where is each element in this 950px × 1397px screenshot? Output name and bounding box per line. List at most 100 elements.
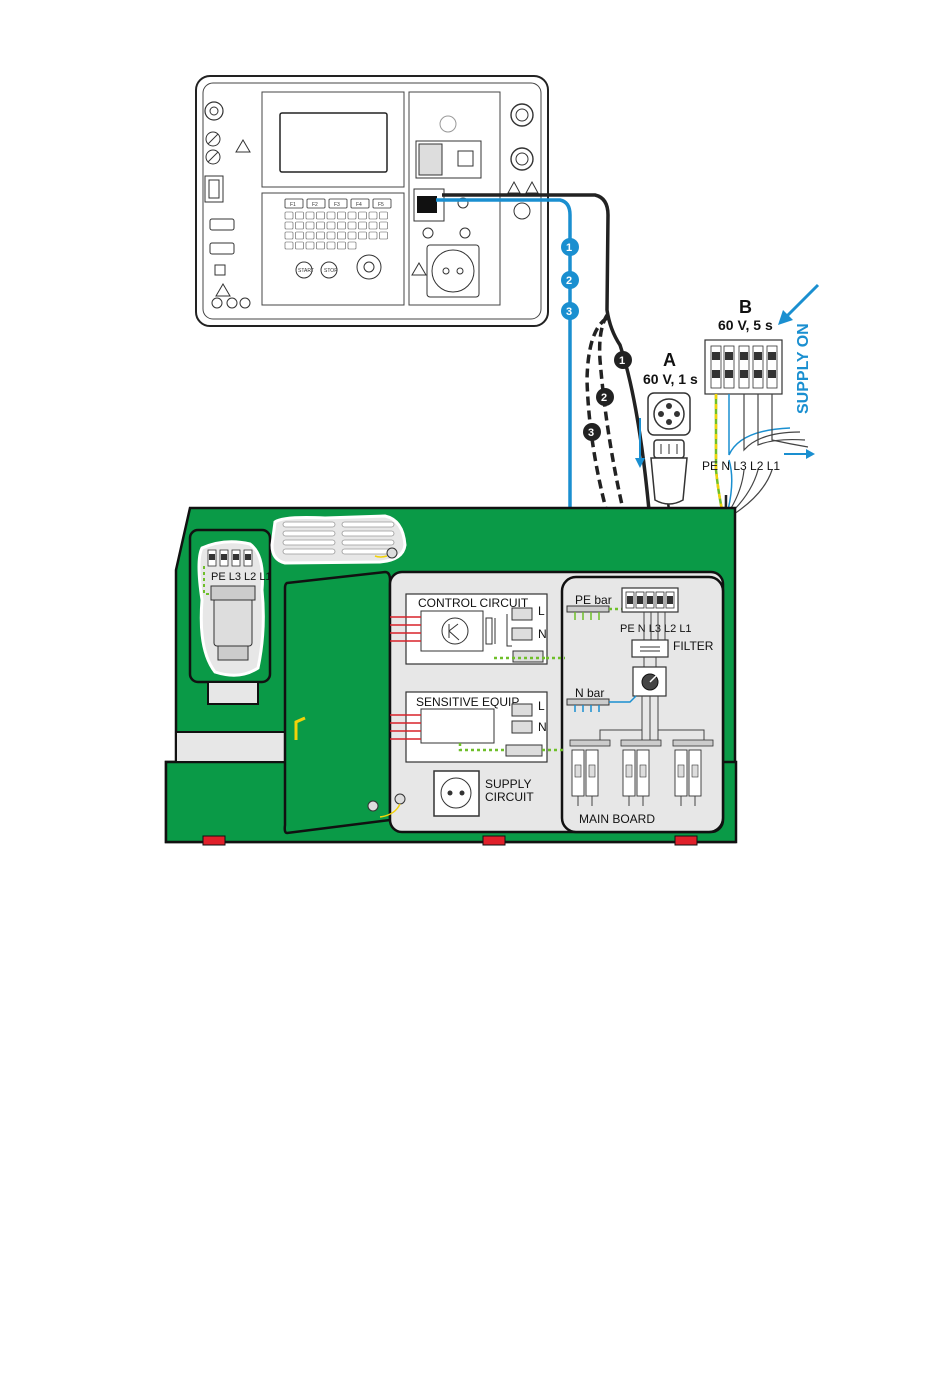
busbar	[570, 740, 610, 746]
keyboard-key[interactable]	[338, 212, 346, 219]
terminal-screw	[221, 554, 227, 560]
vent-slot	[342, 540, 394, 545]
keyboard-key[interactable]	[380, 222, 388, 229]
filter-block	[632, 640, 668, 657]
ground-screw-icon	[395, 794, 405, 804]
keyboard-key[interactable]	[348, 222, 356, 229]
keyboard-key[interactable]	[285, 212, 293, 219]
keyboard-key[interactable]	[338, 232, 346, 239]
breaker-lever	[589, 765, 595, 777]
cabinet-foot	[483, 836, 505, 845]
usb-port[interactable]	[215, 265, 225, 275]
terminal-screw	[245, 554, 251, 560]
breaker-lever	[626, 765, 632, 777]
terminal-screw	[725, 370, 733, 378]
keyboard-key[interactable]	[369, 222, 377, 229]
pe-bar-label: PE bar	[575, 593, 612, 607]
keyboard-key[interactable]	[348, 212, 356, 219]
breaker-lever	[575, 765, 581, 777]
keyboard-key[interactable]	[296, 222, 304, 229]
keyboard-key[interactable]	[306, 212, 314, 219]
lead-badge-label: 3	[588, 427, 594, 439]
breaker-lever	[640, 765, 646, 777]
display-screen	[280, 113, 387, 172]
ground-screw-icon	[368, 801, 378, 811]
motor-icon	[214, 598, 252, 646]
keyboard-key[interactable]	[317, 212, 325, 219]
option-b-value: 60 V, 5 s	[718, 317, 773, 333]
terminal-screw	[754, 352, 762, 360]
keyboard-key[interactable]	[306, 222, 314, 229]
transistor-icon	[442, 618, 468, 644]
vent-slot	[283, 549, 335, 554]
lead-badge-label: 1	[566, 242, 572, 254]
keyboard-key[interactable]	[317, 222, 325, 229]
n-bar-label: N bar	[575, 686, 604, 700]
terminal-screw	[754, 370, 762, 378]
keyboard-key[interactable]	[296, 212, 304, 219]
gas-valve-icon	[205, 102, 223, 120]
keyboard-key[interactable]	[327, 212, 335, 219]
svg-text:START: START	[298, 268, 314, 274]
terminal-screw	[647, 596, 653, 604]
keyboard-key[interactable]	[359, 222, 367, 229]
n-bar	[567, 699, 609, 705]
rs232-port[interactable]	[210, 219, 234, 230]
keyboard-key[interactable]	[296, 232, 304, 239]
busbar	[621, 740, 661, 746]
keyboard-key[interactable]	[369, 212, 377, 219]
lead-badge-label: 1	[619, 355, 625, 367]
vent-slot	[342, 549, 394, 554]
terminal-screw	[637, 596, 643, 604]
keyboard-key[interactable]	[306, 232, 314, 239]
function-key-label: F3	[334, 202, 340, 208]
breaker-lever	[678, 765, 684, 777]
keyboard-key[interactable]	[327, 232, 335, 239]
vent-slot	[342, 531, 394, 536]
pe-bar	[567, 606, 609, 612]
svg-text:STOP: STOP	[324, 268, 338, 274]
terminal-l-label: L	[538, 699, 545, 713]
ground-screw-icon	[387, 548, 397, 558]
keyboard-key[interactable]	[348, 232, 356, 239]
keyboard-key[interactable]	[338, 242, 346, 249]
keyboard-key[interactable]	[306, 242, 314, 249]
terminal-screw	[627, 596, 633, 604]
keyboard-key[interactable]	[285, 242, 293, 249]
keyboard-key[interactable]	[380, 212, 388, 219]
keyboard-key[interactable]	[296, 242, 304, 249]
breaker-lever	[692, 765, 698, 777]
keyboard-key[interactable]	[285, 232, 293, 239]
keyboard-key[interactable]	[317, 242, 325, 249]
keyboard-key[interactable]	[327, 242, 335, 249]
vent-slot	[283, 540, 335, 545]
keyboard-key[interactable]	[338, 222, 346, 229]
arrow-out-icon	[806, 449, 815, 459]
terminal-screw	[667, 596, 673, 604]
filter-label: FILTER	[673, 639, 714, 653]
function-key-label: F1	[290, 202, 296, 208]
terminal-screw	[740, 352, 748, 360]
terminal-screw	[233, 554, 239, 560]
keyboard-key[interactable]	[369, 232, 377, 239]
terminal-screw	[768, 352, 776, 360]
keyboard-key[interactable]	[359, 232, 367, 239]
keyboard-key[interactable]	[348, 242, 356, 249]
terminal-n-label: N	[538, 627, 547, 641]
keyboard-key[interactable]	[317, 232, 325, 239]
busbar	[673, 740, 713, 746]
vent-slot	[283, 522, 335, 527]
supply-circuit-label-1: SUPPLY	[485, 777, 531, 791]
keyboard-key[interactable]	[327, 222, 335, 229]
terminal-screw	[725, 352, 733, 360]
rs232-port[interactable]	[210, 243, 234, 254]
keyboard-key[interactable]	[359, 212, 367, 219]
terminal-screw	[740, 370, 748, 378]
terminal-screw	[712, 352, 720, 360]
cabinet-foot	[675, 836, 697, 845]
option-a-letter: A	[663, 350, 676, 370]
keyboard-key[interactable]	[285, 222, 293, 229]
function-key-label: F5	[378, 202, 384, 208]
keyboard-key[interactable]	[380, 232, 388, 239]
